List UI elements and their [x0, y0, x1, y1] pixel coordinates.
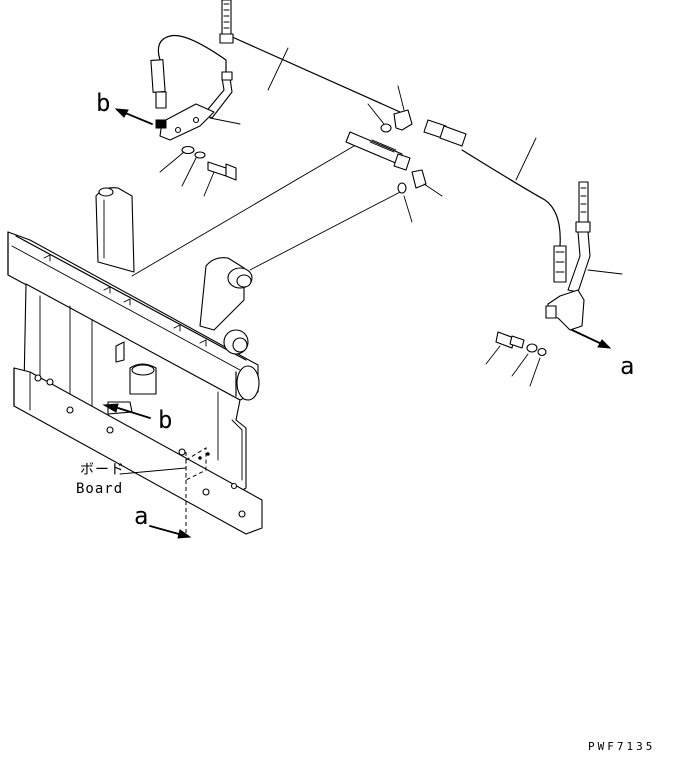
o-ring-lower [397, 182, 407, 194]
view-arrows [102, 108, 612, 539]
o-ring-upper [380, 123, 392, 133]
hose-lines [131, 34, 561, 277]
leader-line-upper [131, 145, 355, 277]
washer-left-1 [181, 145, 195, 155]
arrow-b-bottom [117, 407, 151, 419]
label-view-a-right: a [620, 352, 634, 380]
long-tube [345, 131, 403, 165]
board-label-jp: ボード [80, 462, 125, 478]
hose-end-right [553, 245, 567, 283]
lift-bracket [7, 187, 263, 535]
label-view-b-top: b [96, 89, 110, 117]
drawing-code: PWF7135 [588, 740, 655, 753]
washer-right-2 [537, 347, 547, 357]
bracket-plate-left [159, 103, 215, 141]
hose-loop-left [157, 34, 227, 81]
left-upright [95, 187, 135, 273]
beam-end-cap [236, 365, 260, 401]
elbow-fitting [393, 109, 413, 131]
label-view-b-bottom: b [158, 406, 172, 434]
washer-right-1 [526, 343, 538, 353]
hose-end-left [150, 59, 166, 93]
board-label-en: Board [76, 481, 123, 497]
upper-fitting [221, 0, 232, 35]
hose-assembly-left [150, 0, 289, 197]
leader-line-lower [249, 189, 405, 271]
elbow-pipe-right [567, 231, 591, 293]
board-outline [185, 447, 207, 481]
washer-left-2 [194, 151, 206, 159]
bolt-left [207, 161, 227, 177]
hose-assembly-right [485, 181, 623, 387]
union-fitting [439, 125, 467, 147]
center-fittings [345, 85, 537, 223]
hose-long-right [461, 149, 561, 247]
label-view-a-bottom: a [134, 502, 148, 530]
tee-fitting [411, 169, 427, 189]
